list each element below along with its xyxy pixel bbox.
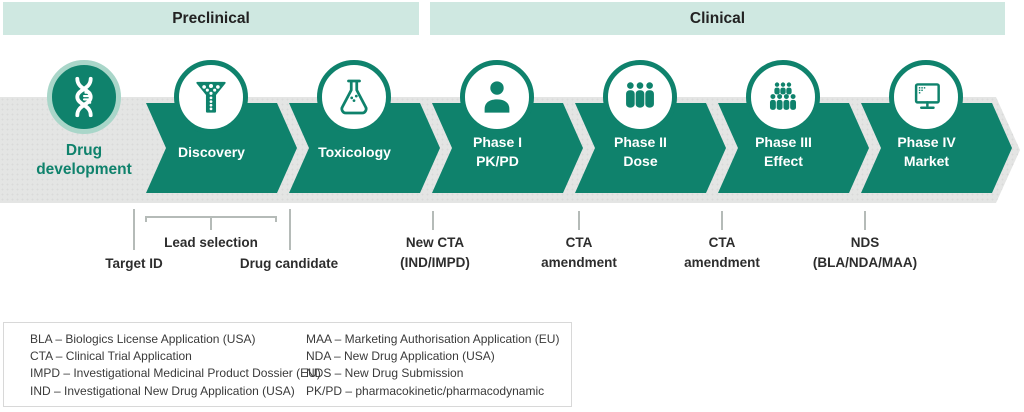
milestone-tick-cta-amendment-2: [721, 211, 723, 230]
milestone-target-id: Target ID: [105, 256, 163, 271]
legend-entry: PK/PD – pharmacokinetic/pharmacodynamic: [306, 383, 545, 398]
start-node-label: Drug development: [36, 142, 132, 178]
stage-phase-2: Phase II Dose: [575, 60, 726, 193]
legend-entry: NDS – New Drug Submission: [306, 366, 464, 381]
stage-label: Phase II Dose: [614, 134, 667, 169]
stage-phase-4: Phase IV Market: [861, 60, 1012, 193]
stage-phase-3: Phase III Effect: [718, 60, 869, 193]
milestone-tick-new-cta: [432, 211, 434, 230]
milestone-lead-selection: Lead selection: [164, 235, 258, 250]
milestone-drug-candidate: Drug candidate: [239, 256, 339, 271]
stage-toxicology: Toxicology: [289, 60, 440, 193]
person-icon: [460, 60, 534, 134]
legend-entry: MAA – Marketing Authorisation Applicatio…: [306, 332, 560, 346]
legend-entry: BLA – Biologics License Application (USA…: [30, 332, 256, 346]
people-icon: [603, 60, 677, 134]
flask-icon: [317, 60, 391, 134]
preclinical-header: Preclinical: [3, 2, 419, 35]
milestone-cta-amendment-1: CTA amendment: [541, 235, 617, 270]
legend-left-column: BLA – Biologics License Application (USA…: [30, 331, 321, 400]
milestone-tick-nds: [864, 211, 866, 230]
monitor-icon: [889, 60, 963, 134]
milestone-nds: NDS (BLA/NDA/MAA): [812, 235, 918, 270]
milestone-tick-cta-amendment-1: [578, 211, 580, 230]
clinical-header: Clinical: [430, 2, 1005, 35]
legend-entry: NDA – New Drug Application (USA): [306, 349, 495, 364]
stage-label: Discovery: [178, 143, 245, 160]
legend-entry: CTA – Clinical Trial Application: [30, 349, 192, 364]
stage-discovery: Discovery: [146, 60, 297, 193]
milestone-new-cta: New CTA (IND/IMPD): [400, 235, 470, 270]
preclinical-header-label: Preclinical: [172, 9, 250, 27]
abbreviation-legend: BLA – Biologics License Application (USA…: [3, 322, 572, 407]
legend-right-column: MAA – Marketing Authorisation Applicatio…: [306, 331, 559, 400]
milestone-tick-drug-candidate: [289, 209, 291, 250]
stage-label: Phase III Effect: [755, 134, 812, 169]
legend-entry: IND – Investigational New Drug Applicati…: [30, 383, 295, 398]
dna-icon: [47, 60, 121, 134]
stage-label: Phase IV Market: [897, 134, 956, 169]
clinical-header-label: Clinical: [689, 9, 746, 27]
stage-label: Toxicology: [318, 143, 391, 160]
funnel-icon: [174, 60, 248, 134]
crowd-icon: [746, 60, 820, 134]
milestone-cta-amendment-2: CTA amendment: [684, 235, 760, 270]
legend-entry: IMPD – Investigational Medicinal Product…: [30, 366, 321, 381]
lead-selection-bracket-stem: [210, 217, 212, 230]
milestone-tick-target-id: [133, 209, 135, 250]
stage-label: Phase I PK/PD: [472, 134, 523, 169]
stage-phase-1: Phase I PK/PD: [432, 60, 583, 193]
